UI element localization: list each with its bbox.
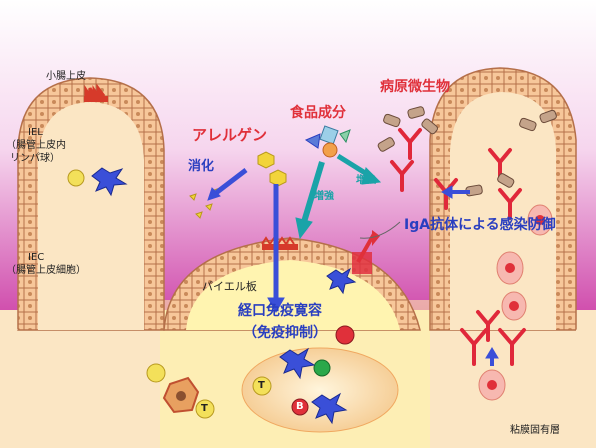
label-digestion: 消化 [188, 159, 215, 174]
label-food-components: 食品成分 [290, 105, 346, 121]
dendritic-cell-center [279, 267, 357, 425]
t-cell-left [195, 399, 215, 419]
label-enhance-1: 増強 [314, 191, 334, 202]
label-enhance-2: 増強 [356, 175, 376, 186]
plasma-cell [335, 325, 355, 345]
label-iel-2: （腸管上皮内 [6, 140, 66, 151]
iga-antibodies [390, 128, 526, 366]
germinal-center [241, 347, 399, 433]
teal-arrows [295, 153, 382, 240]
villus-right-core [450, 92, 556, 330]
label-iel-1: IEL [28, 127, 43, 138]
label-oral-tolerance-1: 経口免疫寛容 [238, 303, 322, 319]
dendritic-cell-left [91, 167, 128, 197]
iel-cell [67, 169, 85, 187]
b-cell-center [291, 398, 309, 416]
label-iec-2: （腸管上皮細胞） [6, 265, 86, 276]
label-pathogenic-microbes: 病原微生物 [380, 79, 450, 95]
cell-label-t2: T [201, 403, 208, 414]
yellow-cell-left [146, 363, 166, 383]
microvilli-dome [262, 244, 298, 250]
m-cell-red [352, 252, 372, 274]
label-small-intestine-epithelium: 小腸上皮 [46, 71, 86, 82]
label-peyers-patch: パイエル板 [202, 280, 257, 293]
allergens [257, 151, 287, 187]
label-oral-tolerance-2: （免疫抑制） [243, 325, 327, 341]
label-iel-3: リンパ球） [10, 153, 60, 164]
cell-label-b: B [296, 401, 304, 412]
blue-arrows [207, 168, 499, 366]
label-lamina-propria: 粘膜固有層 [510, 425, 560, 436]
cell-label-t1: T [258, 380, 265, 391]
label-allergen: アレルゲン [192, 126, 268, 144]
label-iga-antibody: IgA抗体による感染防御 [404, 217, 556, 233]
food-components [304, 125, 351, 158]
label-iec-1: IEC [28, 252, 45, 263]
t-cell-center [252, 376, 272, 396]
villus-left-core [38, 102, 144, 330]
green-cell [313, 359, 331, 377]
